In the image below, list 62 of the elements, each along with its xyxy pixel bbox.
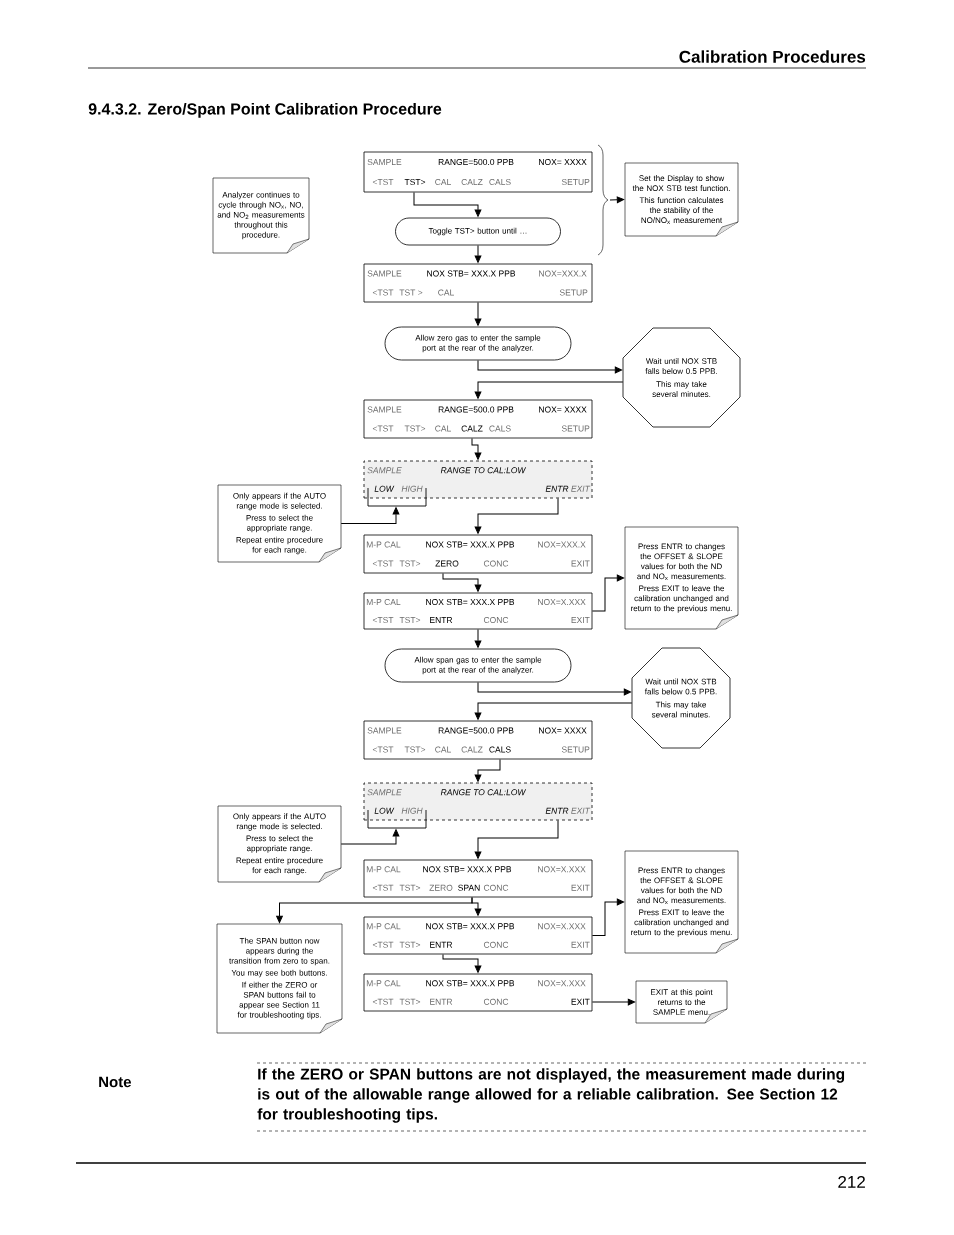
arrow [471,437,482,460]
arrow [442,953,482,973]
arrow [477,359,623,374]
note-label: Note [99,1076,131,1088]
node-label: HIGH [401,485,423,492]
arrow [474,628,482,648]
arrow [442,572,482,592]
display-screen: SAMPLE RANGE=500.0 PPB NOX= XXXX <TST TST> CAL CALZ CALS SETUP [363,399,593,439]
arrow [340,829,400,845]
instruction-box: Allow span gas to enter the sample port at the rear of the analyzer. [384,648,572,683]
note-box: EXIT at this point returns to the SAMPLE menu. [635,980,728,1024]
node-label: LOW [374,807,395,814]
node-label: SAMPLE [367,789,402,796]
arrow [609,196,625,204]
arrow [340,507,400,524]
stop-octagon: Wait until NOX STB falls below 0.5 PPB. This may take several minutes. [622,327,741,428]
display-screen: SAMPLE NOX STB= XXX.X PPB NOX=XXX.X <TST TST > CAL SETUP [363,263,593,303]
node-label: LOW [374,485,395,492]
arrow [591,574,625,612]
display-screen: M-P CAL NOX STB= XXX.X PPB NOX=X.XXX <TST TST> ENTR CONC EXIT [363,973,593,1012]
note-text: If the ZERO or SPAN buttons are not displayed, the measurement made during is out of the allowable range allowed for a reliable calibration. See Section 12 for troubleshooting tips. [257,1068,845,1123]
arrow [474,702,633,720]
display-screen: SAMPLE RANGE=500.0 PPB NOX= XXXX <TST TST> CAL CALZ CALS SETUP [363,151,593,193]
arrow [474,497,559,534]
node-label: HIGH [401,807,423,814]
node-label: SAMPLE [367,467,402,474]
display-screen: M-P CAL NOX STB= XXX.X PPB NOX=X.XXX <TST TST> ENTR CONC EXIT [363,592,593,630]
node-label: RANGE TO CAL:LOW [440,789,527,796]
stop-octagon: Wait until NOX STB falls below 0.5 PPB. This may take several minutes. [631,647,731,749]
node-label: EXIT [571,485,591,492]
note-box: Only appears if the AUTO range mode is selected. Press to select the appropriate range. Repeat entire procedure for each range. [217,805,342,883]
arrow [474,301,482,326]
note-box: Set the Display to show the NOX STB test function. This function calculates the stability of the NO/NO$_{x}$ measurement [624,162,739,237]
node-label: EXIT [571,807,591,814]
arrow [474,244,482,263]
instruction-box: Allow zero gas to enter the sample port at the rear of the analyzer. [384,326,572,361]
arrow [471,896,482,916]
arrow [474,819,559,859]
instruction-box: Toggle TST> button until … [395,217,561,246]
arrow [474,381,624,399]
display-screen: SAMPLE RANGE TO CAL:LOW LOW HIGH ENTR EXIT [363,460,593,499]
node-label: ENTR [545,807,569,814]
arrow [474,758,501,782]
node-label: RANGE TO CAL:LOW [440,467,527,474]
arrow [413,191,482,217]
node-label: ENTR [545,485,569,492]
display-screen: SAMPLE RANGE TO CAL:LOW LOW HIGH ENTR EXIT [363,782,593,821]
page-number: 212 [838,1175,865,1188]
note-box: Press ENTR to changes the OFFSET & SLOPE values for both the ND and NO$_{x}$ measurements. Press EXIT to leave the calibration unchanged and return to the previous menu. [624,526,739,630]
note-box: Press ENTR to changes the OFFSET & SLOPE values for both the ND and NO$_{x}$ measurements. Press EXIT to leave the calibration unchanged and return to the previous menu. [624,850,739,954]
note-box: Only appears if the AUTO range mode is selected. Press to select the appropriate range. Repeat entire procedure for each range. [217,484,342,563]
display-screen: M-P CAL NOX STB= XXX.X PPB NOX=XXX.X <TST TST> ZERO CONC EXIT [363,534,593,574]
display-screen: SAMPLE RANGE=500.0 PPB NOX= XXXX <TST TST> CAL CALZ CALS SETUP [363,720,593,760]
arrow [591,998,636,1006]
display-screen: M-P CAL NOX STB= XXX.X PPB NOX=X.XXX <TST TST> ZERO SPAN CONC EXIT [363,859,593,898]
display-screen: M-P CAL NOX STB= XXX.X PPB NOX=X.XXX <TST TST> ENTR CONC EXIT [363,916,593,955]
note-box: Analyzer continues to cycle through NO$_{x}$, NO, and NO$_{2}$ measurements throughout this procedure. [212,177,310,254]
section-title: 9.4.3.2. Zero/Span Point Calibration Procedure [88,102,442,118]
section-header: Calibration Procedures [679,50,866,63]
arrow [477,681,632,696]
note-box: The SPAN button now appears during the transition from zero to span. You may see both buttons. If either the ZERO or SPAN buttons fail to appear see Section 11 for troubleshooting tips. [216,923,343,1034]
arrow [591,898,625,936]
